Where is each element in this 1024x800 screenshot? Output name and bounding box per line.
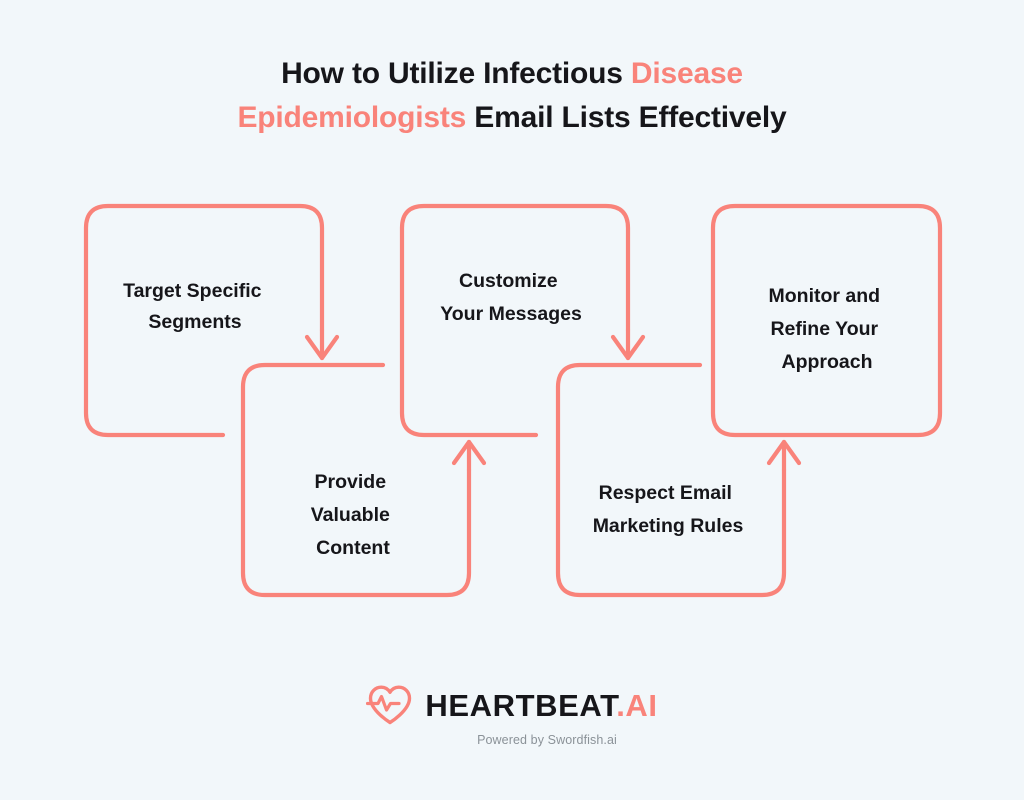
flow-step-5[interactable]: Monitor and Refine Your Approach <box>710 203 943 438</box>
title-text-accent-1: Disease <box>630 57 743 90</box>
title-line-2: Epidemiologists Email Lists Effectively <box>0 96 1024 140</box>
flow-step-5-label: Monitor and Refine Your Approach <box>769 285 886 373</box>
logo-tagline: Powered by Swordfish.ai <box>477 733 617 747</box>
flow-arrow-4-up <box>766 439 802 473</box>
logo-wordmark: HEARTBEAT.AI <box>425 690 657 721</box>
logo-name-main: HEARTBEAT <box>425 687 617 723</box>
title-text-plain-2: Email Lists Effectively <box>466 101 787 134</box>
flow-step-3[interactable]: Customize Your Messages <box>399 203 631 438</box>
flow-step-1-label: Target Specific Segments <box>123 280 267 333</box>
brand-logo: HEARTBEAT.AI Powered by Swordfish.ai <box>0 684 1024 747</box>
logo-name-suffix: .AI <box>616 687 658 723</box>
flow-step-4-label: Respect Email Marketing Rules <box>593 482 744 537</box>
flow-step-3-label: Customize Your Messages <box>440 270 582 325</box>
flow-step-4-outline <box>555 362 787 598</box>
flow-arrow-2-up <box>451 439 487 473</box>
logo-row: HEARTBEAT.AI <box>366 684 657 726</box>
flow-arrow-1-down <box>304 327 340 361</box>
title-text-accent-2: Epidemiologists <box>237 101 467 134</box>
flow-arrow-3-down <box>610 327 646 361</box>
flow-arrow-2-head <box>451 439 487 466</box>
flow-step-2-label: Provide Valuable Content <box>311 471 396 559</box>
flow-step-1-outline <box>83 203 325 438</box>
heartbeat-pulse-icon <box>366 685 412 725</box>
flow-arrow-1-head <box>304 334 340 361</box>
title-line-1: How to Utilize Infectious Disease <box>0 52 1024 96</box>
flow-step-2[interactable]: Provide Valuable Content <box>240 362 472 598</box>
flow-step-2-outline <box>240 362 472 598</box>
flow-step-4[interactable]: Respect Email Marketing Rules <box>555 362 787 598</box>
flow-arrow-4-head <box>766 439 802 466</box>
flow-diagram: Target Specific Segments Provide Valuabl… <box>83 203 943 598</box>
flow-arrow-3-head <box>610 334 646 361</box>
page-title: How to Utilize Infectious Disease Epidem… <box>0 52 1024 140</box>
flow-step-1[interactable]: Target Specific Segments <box>83 203 325 438</box>
flow-step-3-outline <box>399 203 631 438</box>
title-text-plain-1: How to Utilize Infectious <box>281 57 631 90</box>
flow-step-5-outline <box>710 203 943 438</box>
